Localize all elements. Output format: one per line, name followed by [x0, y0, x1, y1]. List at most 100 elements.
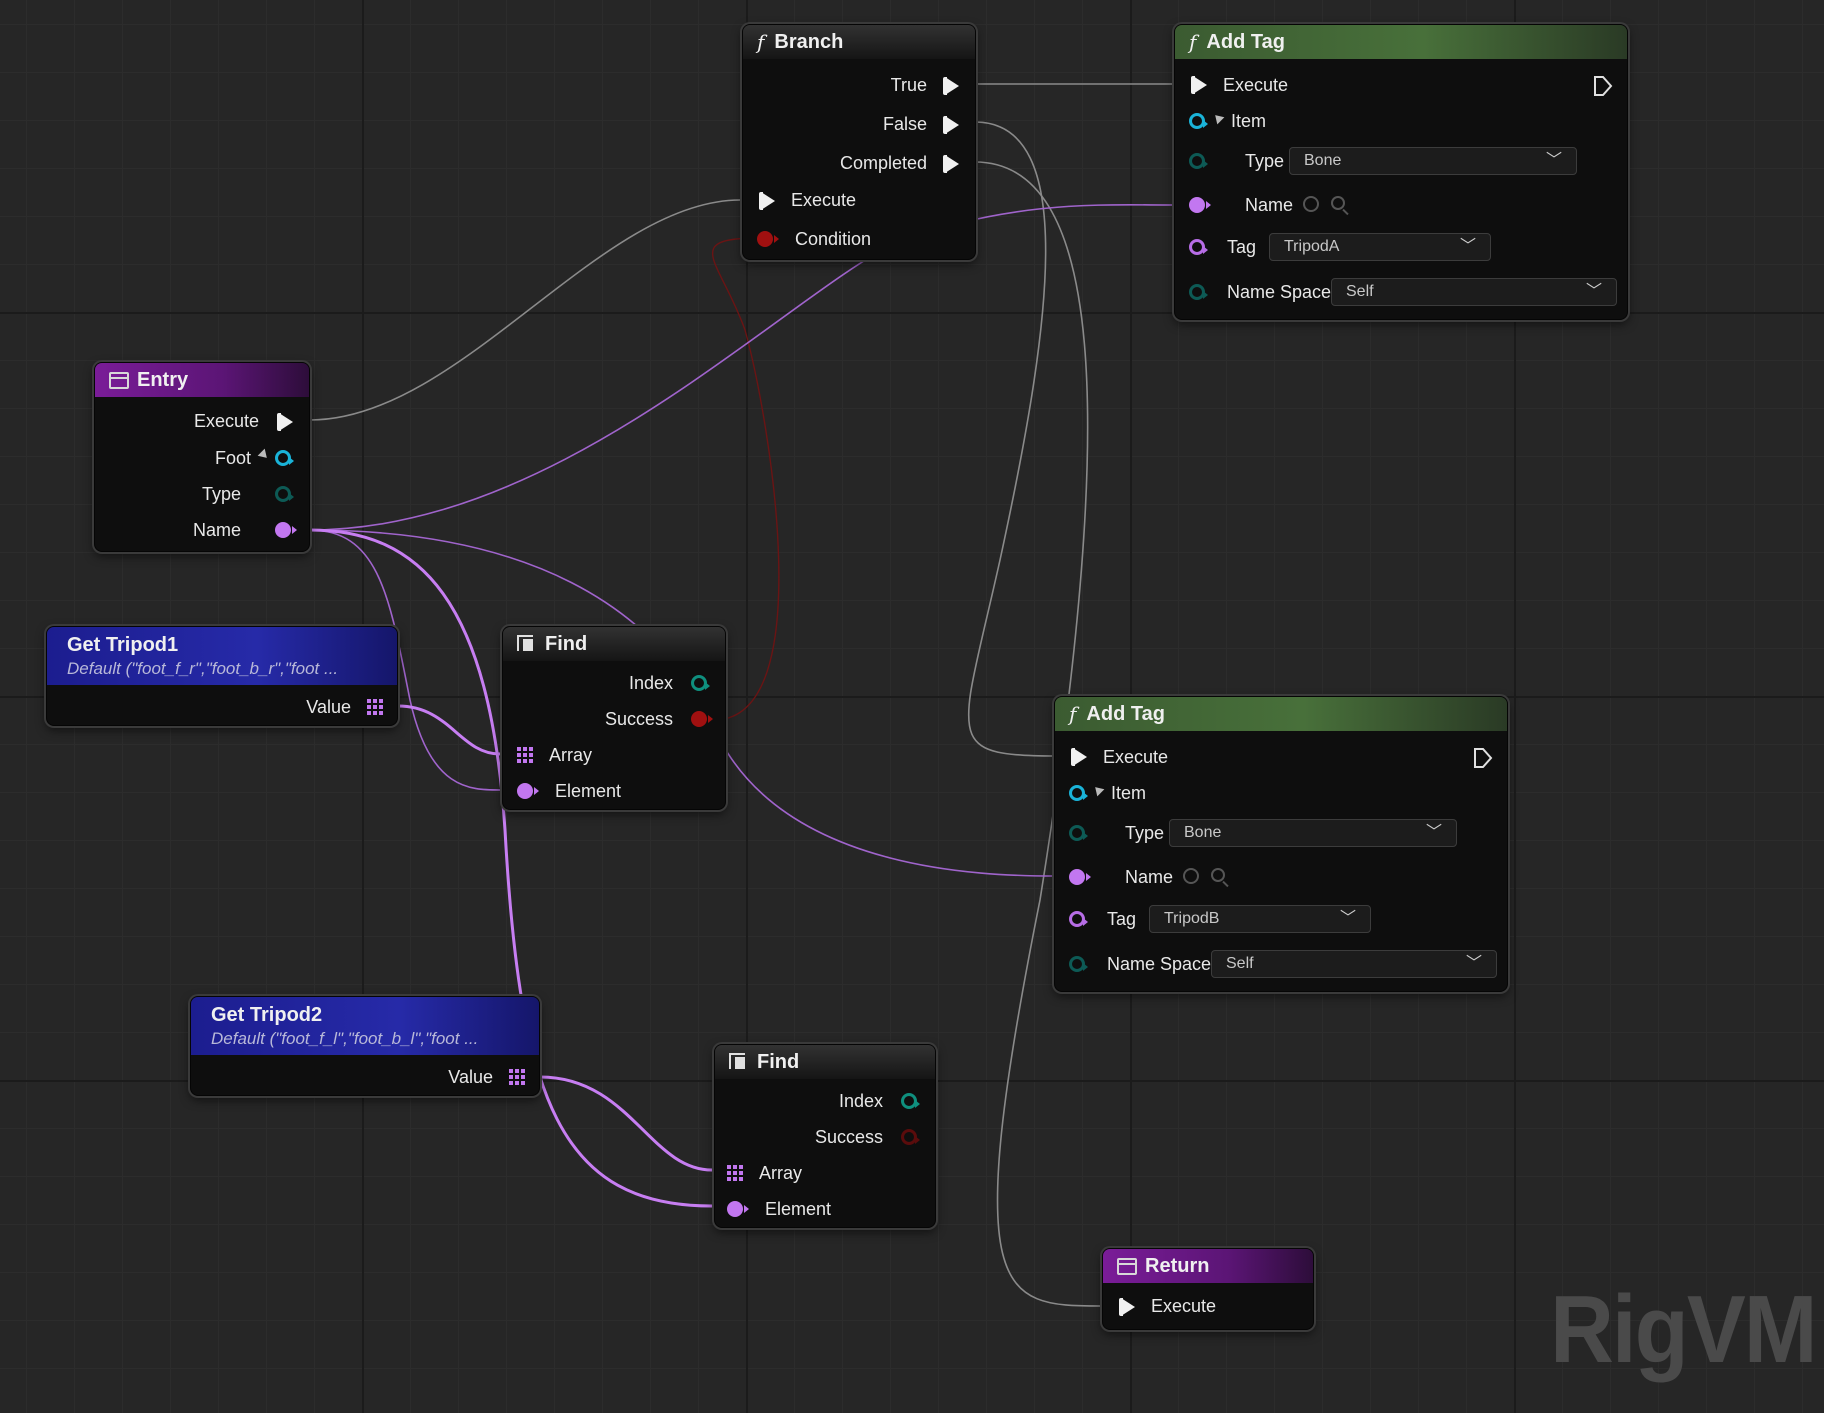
add-tag-b-execute-out-pin-icon[interactable] — [1473, 747, 1493, 769]
add-tag-a-item-label: Item — [1231, 111, 1267, 131]
find-2-title: Find — [757, 1050, 800, 1073]
add-tag-a-execute-out-pin-icon[interactable] — [1593, 75, 1613, 97]
find-1-header[interactable]: Find — [503, 627, 725, 661]
branch-completed-label: Completed — [839, 153, 927, 173]
entry-type-pin-icon[interactable] — [275, 486, 294, 502]
expand-arrow-icon[interactable] — [1091, 783, 1105, 797]
branch-true-exec-pin-icon[interactable] — [943, 77, 959, 95]
expand-arrow-icon[interactable] — [257, 448, 271, 462]
find-2-success-pin-icon[interactable] — [901, 1129, 920, 1145]
add-tag-a-namespace-dropdown[interactable]: Self ﹀ — [1331, 278, 1617, 306]
add-tag-a-item-pin-icon[interactable] — [1189, 113, 1208, 129]
entry-node[interactable]: Entry Execute Foot Type Name — [94, 362, 310, 552]
find-2-node[interactable]: Find Index Success Array Element — [714, 1044, 936, 1228]
add-tag-b-namespace-dropdown[interactable]: Self ﹀ — [1211, 950, 1497, 978]
entry-foot-pin-icon[interactable] — [275, 450, 294, 466]
wire-branch-false-to-addtag-b — [967, 121, 1056, 757]
get-tripod2-node[interactable]: Get Tripod2 Default ("foot_f_l","foot_b_… — [190, 996, 540, 1096]
add-tag-a-execute-label: Execute — [1223, 75, 1289, 95]
add-tag-a-execute-exec-pin-icon[interactable] — [1191, 76, 1207, 94]
branch-header[interactable]: f Branch — [743, 25, 975, 59]
add-tag-b-type-dropdown[interactable]: Bone ﹀ — [1169, 819, 1457, 847]
find-2-index-pin-icon[interactable] — [901, 1093, 920, 1109]
get-tripod2-default: Default ("foot_f_l","foot_b_l","foot ... — [211, 1028, 479, 1048]
add-tag-b-namespace-pin-icon[interactable] — [1069, 956, 1088, 972]
add-tag-b-type-label: Type — [1125, 823, 1165, 843]
chevron-down-icon: ﹀ — [1545, 152, 1562, 169]
find-1-success-pin-icon[interactable] — [691, 711, 713, 727]
branch-condition-bool-pin-icon[interactable] — [757, 231, 779, 247]
add-tag-b-name-label: Name — [1125, 867, 1174, 887]
find-2-element-pin-icon[interactable] — [727, 1201, 749, 1217]
chevron-down-icon: ﹀ — [1339, 910, 1356, 927]
find-1-node[interactable]: Find Index Success Array Element — [502, 626, 726, 810]
find-2-success-label: Success — [814, 1127, 883, 1147]
array-pin-icon[interactable] — [727, 1165, 743, 1181]
entry-name-pin-icon[interactable] — [275, 522, 297, 538]
find-1-element-pin-icon[interactable] — [517, 783, 539, 799]
return-node[interactable]: Return Execute — [1102, 1248, 1314, 1330]
branch-condition-label: Condition — [795, 229, 872, 249]
find-2-header[interactable]: Find — [715, 1045, 935, 1079]
add-tag-a-header[interactable]: f Add Tag — [1175, 25, 1627, 59]
add-tag-b-tag-value: TripodB — [1164, 910, 1220, 927]
search-icon[interactable] — [1331, 196, 1345, 210]
get-tripod1-header[interactable]: Get Tripod1 Default ("foot_f_r","foot_b_… — [47, 627, 397, 685]
branch-node[interactable]: f Branch True False Completed Execute Co… — [742, 24, 976, 260]
add-tag-a-type-pin-icon[interactable] — [1189, 153, 1208, 169]
array-pin-icon[interactable] — [517, 747, 533, 763]
add-tag-b-type-pin-icon[interactable] — [1069, 825, 1088, 841]
add-tag-b-node[interactable]: f Add Tag Execute Item Type Bone ﹀ Name … — [1054, 696, 1508, 992]
return-execute-exec-pin-icon[interactable] — [1119, 1298, 1135, 1316]
entry-header[interactable]: Entry — [95, 363, 309, 397]
use-selected-icon[interactable] — [1303, 196, 1319, 212]
add-tag-a-namespace-pin-icon[interactable] — [1189, 284, 1208, 300]
get-tripod2-header[interactable]: Get Tripod2 Default ("foot_f_l","foot_b_… — [191, 997, 539, 1055]
get-tripod2-title: Get Tripod2 — [211, 1003, 323, 1026]
get-tripod1-node[interactable]: Get Tripod1 Default ("foot_f_r","foot_b_… — [46, 626, 398, 726]
add-tag-a-name-label: Name — [1245, 195, 1294, 215]
search-icon[interactable] — [1211, 868, 1225, 882]
branch-execute-exec-pin-icon[interactable] — [759, 192, 775, 210]
add-tag-a-title: Add Tag — [1206, 30, 1285, 53]
add-tag-a-name-pin-icon[interactable] — [1189, 197, 1211, 213]
add-tag-a-tag-label: Tag — [1227, 237, 1257, 257]
entry-title: Entry — [137, 368, 189, 391]
entry-execute-exec-pin-icon[interactable] — [277, 413, 293, 431]
get-tripod2-value-label: Value — [448, 1067, 493, 1087]
branch-completed-exec-pin-icon[interactable] — [943, 155, 959, 173]
find-icon — [517, 635, 537, 653]
entry-foot-label: Foot — [214, 448, 251, 468]
array-pin-icon[interactable] — [509, 1069, 525, 1085]
find-icon — [729, 1053, 749, 1071]
chevron-down-icon: ﹀ — [1585, 283, 1602, 300]
add-tag-b-name-pin-icon[interactable] — [1069, 869, 1091, 885]
get-tripod1-value-label: Value — [306, 697, 351, 717]
chevron-down-icon: ﹀ — [1425, 824, 1442, 841]
add-tag-a-type-label: Type — [1245, 151, 1285, 171]
branch-false-exec-pin-icon[interactable] — [943, 116, 959, 134]
chevron-down-icon: ﹀ — [1459, 238, 1476, 255]
return-title: Return — [1145, 1254, 1210, 1277]
expand-arrow-icon[interactable] — [1211, 111, 1225, 125]
wire-entry-execute-to-branch-execute — [309, 199, 741, 421]
get-tripod1-default: Default ("foot_f_r","foot_b_r","foot ... — [67, 658, 339, 678]
find-1-index-pin-icon[interactable] — [691, 675, 710, 691]
rigvm-watermark: RigVM — [1550, 1276, 1817, 1383]
add-tag-a-node[interactable]: f Add Tag Execute Item Type Bone ﹀ Name … — [1174, 24, 1628, 320]
use-selected-icon[interactable] — [1183, 868, 1199, 884]
array-pin-icon[interactable] — [367, 699, 383, 715]
find-1-title: Find — [545, 632, 588, 655]
add-tag-a-tag-value: TripodA — [1284, 238, 1340, 255]
add-tag-b-header[interactable]: f Add Tag — [1055, 697, 1507, 731]
add-tag-b-tag-pin-icon[interactable] — [1069, 911, 1088, 927]
add-tag-b-namespace-label: Name Space — [1107, 954, 1212, 974]
add-tag-b-tag-dropdown[interactable]: TripodB ﹀ — [1149, 905, 1371, 933]
add-tag-a-tag-pin-icon[interactable] — [1189, 239, 1208, 255]
add-tag-a-tag-dropdown[interactable]: TripodA ﹀ — [1269, 233, 1491, 261]
add-tag-b-execute-exec-pin-icon[interactable] — [1071, 748, 1087, 766]
add-tag-b-title: Add Tag — [1086, 702, 1165, 725]
add-tag-a-type-dropdown[interactable]: Bone ﹀ — [1289, 147, 1577, 175]
add-tag-b-item-pin-icon[interactable] — [1069, 785, 1088, 801]
return-header[interactable]: Return — [1103, 1249, 1313, 1283]
